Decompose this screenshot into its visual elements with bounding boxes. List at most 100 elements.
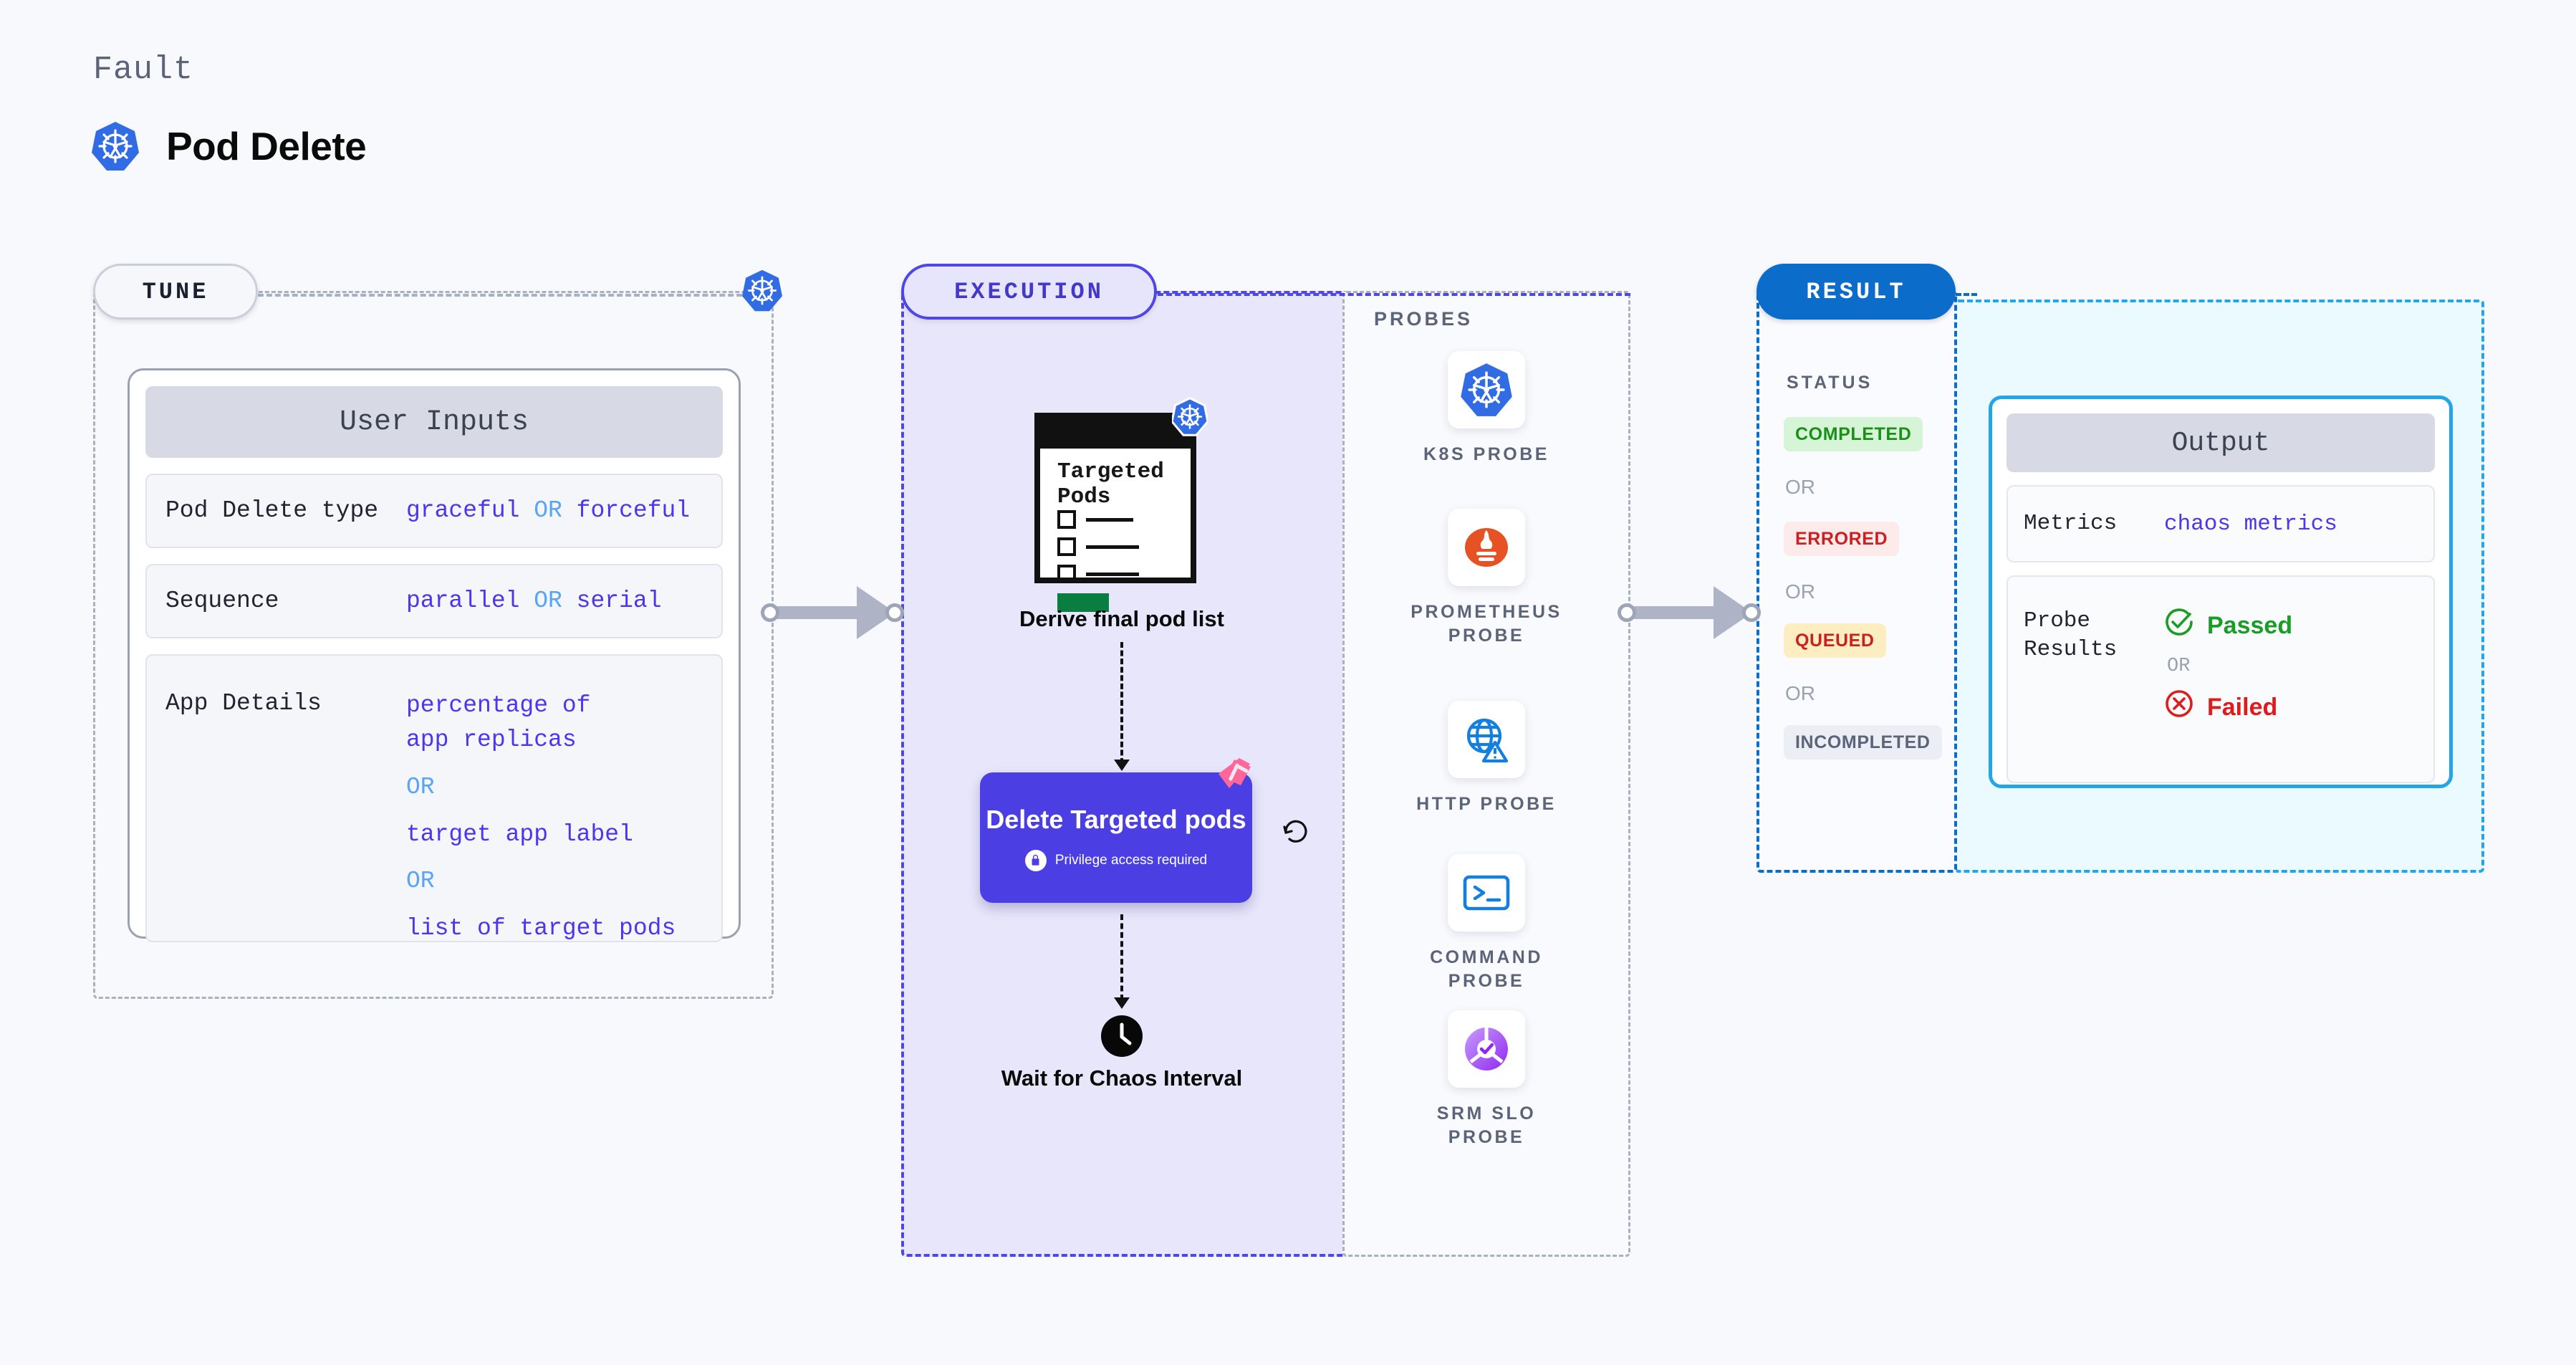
checklist-item: [1057, 565, 1139, 583]
connector-line: [1120, 914, 1123, 1000]
connector-arrowhead: [1114, 760, 1130, 771]
result-dashed-connector: [1956, 293, 1977, 296]
row-metrics: Metrics chaos metrics: [2007, 485, 2435, 562]
row-probe-results: Probe Results Passed OR: [2007, 575, 2435, 783]
lock-icon: [1024, 849, 1047, 871]
or-text: OR: [1785, 682, 1815, 704]
arrow-start-dot: [1618, 603, 1636, 622]
user-inputs-header: User Inputs: [145, 386, 723, 458]
value-b: forceful: [576, 497, 691, 525]
clock-icon: [1100, 1015, 1143, 1061]
row-value: percentage of app replicas OR target app…: [406, 689, 676, 946]
tune-section-container: [93, 291, 774, 999]
terminal-icon: [1448, 854, 1525, 931]
wait-for-chaos-interval-label: Wait for Chaos Interval: [1001, 1065, 1243, 1091]
output-card: Output Metrics chaos metrics Probe Resul…: [1989, 396, 2453, 788]
checkbox-icon: [1057, 537, 1076, 556]
x-circle-icon: [2164, 689, 2194, 726]
fault-label: Fault: [93, 52, 194, 88]
privilege-text: Privilege access required: [1054, 852, 1208, 868]
execution-dashed-connector: [1158, 293, 1630, 296]
checklist-item: [1057, 510, 1133, 529]
srm-slo-icon: [1448, 1010, 1525, 1088]
row-sequence: Sequence parallel OR serial: [145, 564, 723, 638]
kubernetes-icon: [1171, 397, 1209, 440]
checkbox-icon: [1057, 565, 1076, 583]
probe-label: PROMETHEUS PROBE: [1410, 602, 1562, 646]
checklist-item: [1057, 537, 1139, 556]
probe-result-failed: Failed: [2164, 689, 2292, 726]
probe-label: K8S PROBE: [1423, 444, 1549, 464]
execution-flow: Targeted Pods: [901, 291, 1342, 1257]
value-a: parallel: [406, 588, 520, 615]
probe-srm-slo[interactable]: SRM SLO PROBE: [1404, 1010, 1569, 1149]
list-line: [1086, 517, 1133, 522]
probe-k8s[interactable]: K8S PROBE: [1404, 351, 1569, 466]
status-title: STATUS: [1787, 373, 1873, 393]
status-bar: [1057, 593, 1109, 612]
arrow-shaft: [777, 606, 862, 619]
list-line: [1086, 572, 1139, 576]
fault-title-row: Pod Delete: [92, 120, 367, 172]
value-b: serial: [576, 588, 662, 615]
result-section-container: [1756, 291, 1957, 873]
row-value: parallel OR serial: [406, 584, 662, 618]
derive-final-pod-list-label: Derive final pod list: [1019, 606, 1224, 631]
harness-icon: [1215, 755, 1254, 796]
row-key: Metrics: [2024, 510, 2118, 536]
status-badge-errored: ERRORED: [1784, 522, 1900, 556]
row-key: App Details: [165, 690, 322, 717]
row-app-details: App Details percentage of app replicas O…: [145, 654, 723, 942]
probe-label: SRM SLO PROBE: [1436, 1103, 1537, 1147]
retry-icon[interactable]: [1279, 813, 1312, 849]
row-value: graceful OR forceful: [406, 494, 690, 528]
arrow-shaft: [1634, 606, 1719, 619]
arrow-end-dot: [885, 603, 904, 622]
option-1: target app label: [406, 820, 633, 848]
arrow-end-dot: [1742, 603, 1761, 622]
output-header: Output: [2007, 413, 2435, 472]
probe-prometheus[interactable]: PROMETHEUS PROBE: [1404, 509, 1569, 648]
list-line: [1086, 545, 1139, 549]
or-text: OR: [1785, 580, 1815, 603]
delete-card-title: Delete Targeted pods: [986, 805, 1246, 835]
check-circle-icon: [2164, 607, 2194, 644]
tune-pill[interactable]: TUNE: [93, 264, 258, 320]
probe-label: COMMAND PROBE: [1430, 947, 1543, 991]
status-badge-completed: COMPLETED: [1784, 417, 1923, 451]
arrow-tune-to-execution: [761, 586, 904, 639]
status-badge-incompleted: INCOMPLETED: [1784, 725, 1942, 760]
kubernetes-icon: [742, 269, 782, 312]
row-value: Passed OR Failed: [2164, 607, 2292, 726]
passed-text: Passed: [2207, 611, 2293, 639]
or-text: OR: [2167, 656, 2191, 677]
or-text: OR: [406, 868, 435, 895]
arrow-start-dot: [761, 603, 779, 622]
targeted-pods-title: Targeted Pods: [1057, 459, 1164, 509]
delete-targeted-pods-card[interactable]: Delete Targeted pods Privilege access re…: [980, 772, 1252, 903]
connector-line: [1120, 642, 1123, 764]
tune-dashed-connector: [258, 294, 759, 297]
card-title-bar: [1040, 418, 1191, 449]
option-0: percentage of app replicas: [406, 692, 591, 753]
row-pod-delete-type: Pod Delete type graceful OR forceful: [145, 474, 723, 548]
targeted-pods-card: Targeted Pods: [1034, 413, 1196, 612]
http-globe-warning-icon: [1448, 701, 1525, 778]
or-text: OR: [1785, 476, 1815, 498]
execution-pill[interactable]: EXECUTION: [901, 264, 1157, 320]
option-2: list of target pods: [406, 915, 676, 942]
probe-result-passed: Passed: [2164, 607, 2292, 644]
probe-command[interactable]: COMMAND PROBE: [1404, 854, 1569, 993]
connector-arrowhead: [1114, 997, 1130, 1009]
page-title: Pod Delete: [166, 124, 367, 168]
probe-label: HTTP PROBE: [1416, 794, 1557, 814]
checkbox-icon: [1057, 510, 1076, 529]
status-badge-queued: QUEUED: [1784, 623, 1886, 658]
failed-text: Failed: [2207, 693, 2278, 721]
row-key: Probe Results: [2024, 608, 2118, 663]
result-pill[interactable]: RESULT: [1756, 264, 1956, 320]
or-text: OR: [534, 497, 562, 525]
or-text: OR: [534, 588, 562, 615]
prometheus-icon: [1448, 509, 1525, 586]
probe-http[interactable]: HTTP PROBE: [1404, 701, 1569, 816]
